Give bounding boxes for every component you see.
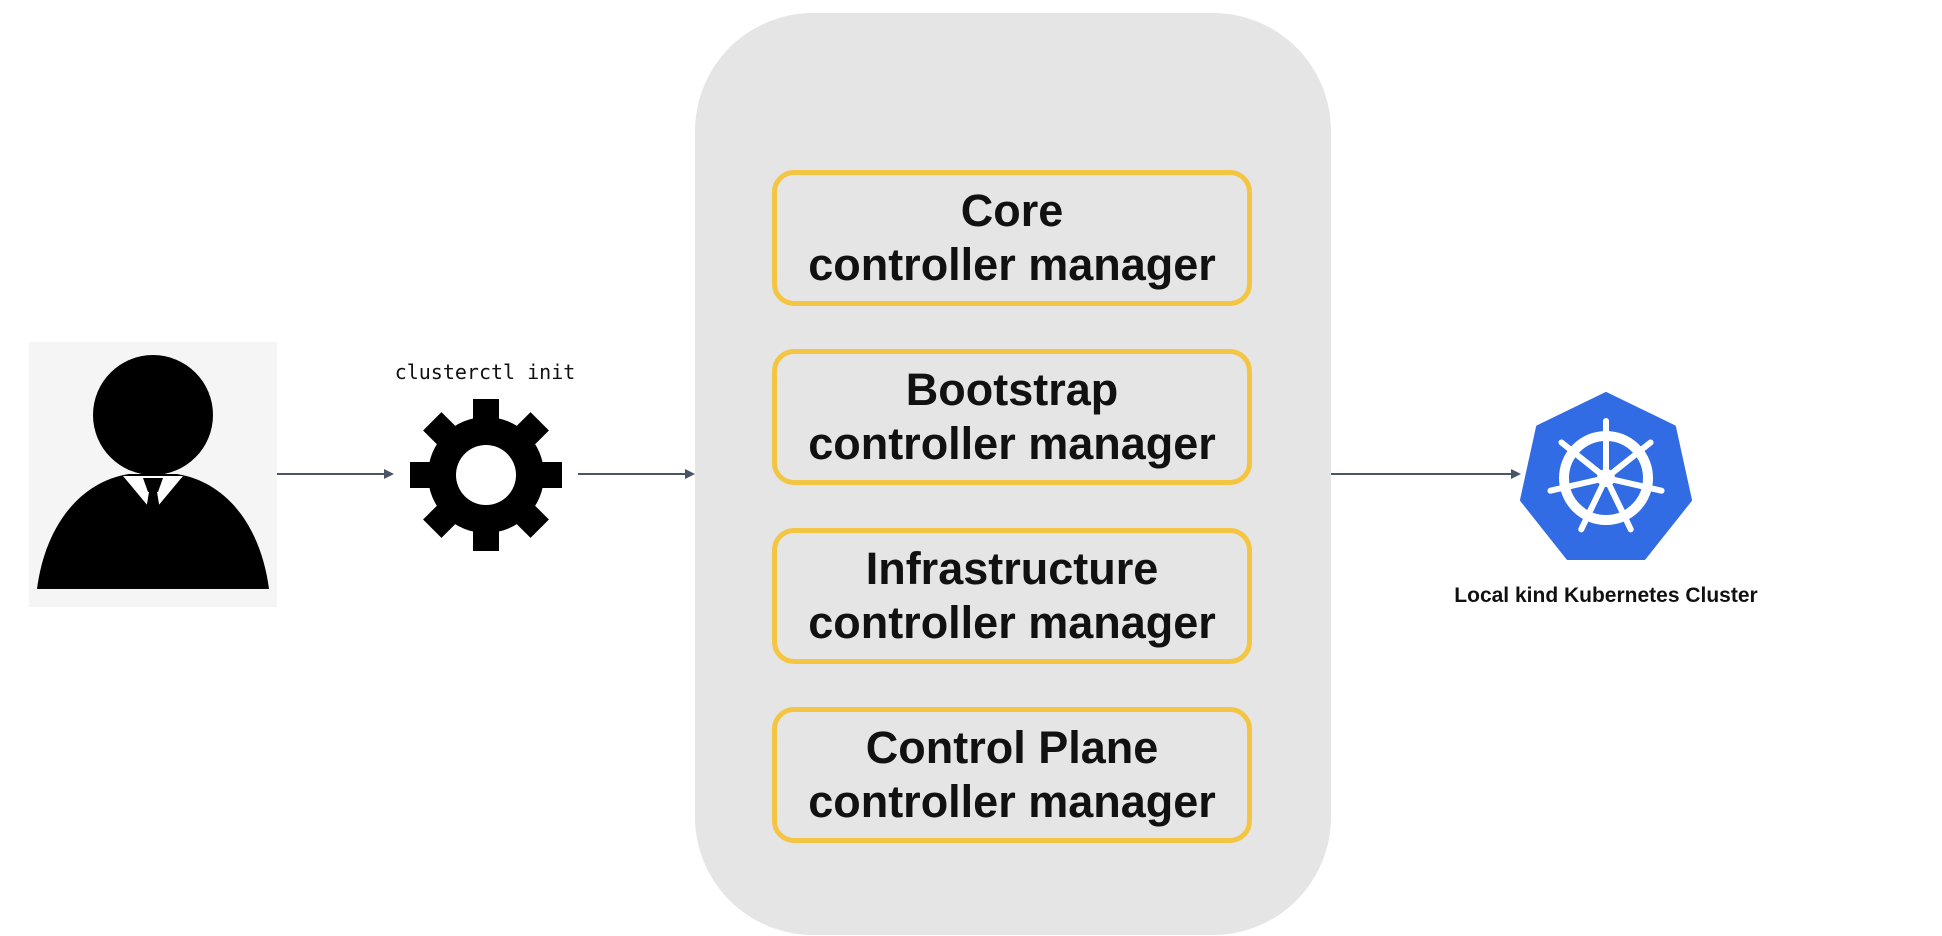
gear-icon (410, 399, 562, 551)
manager-title: Control Plane (865, 722, 1159, 773)
bootstrap-controller-manager: Bootstrap controller manager (772, 349, 1252, 485)
manager-subtitle: controller manager (808, 239, 1216, 290)
manager-subtitle: controller manager (808, 776, 1216, 827)
kubernetes-icon (1520, 392, 1692, 560)
manager-subtitle: controller manager (808, 597, 1216, 648)
user-icon (29, 342, 277, 607)
manager-title: Infrastructure (865, 543, 1159, 594)
managers-to-cluster-arrow (1331, 468, 1521, 480)
controller-managers-panel (695, 13, 1331, 935)
control-plane-controller-manager: Control Plane controller manager (772, 707, 1252, 843)
manager-title: Core (960, 185, 1064, 236)
manager-subtitle: controller manager (808, 418, 1216, 469)
cluster-label: Local kind Kubernetes Cluster (1454, 584, 1758, 607)
command-label: clusterctl init (394, 360, 576, 384)
user-to-command-arrow (277, 468, 394, 480)
infrastructure-controller-manager: Infrastructure controller manager (772, 528, 1252, 664)
core-controller-manager: Core controller manager (772, 170, 1252, 306)
command-to-managers-arrow (578, 468, 695, 480)
manager-title: Bootstrap (905, 364, 1119, 415)
